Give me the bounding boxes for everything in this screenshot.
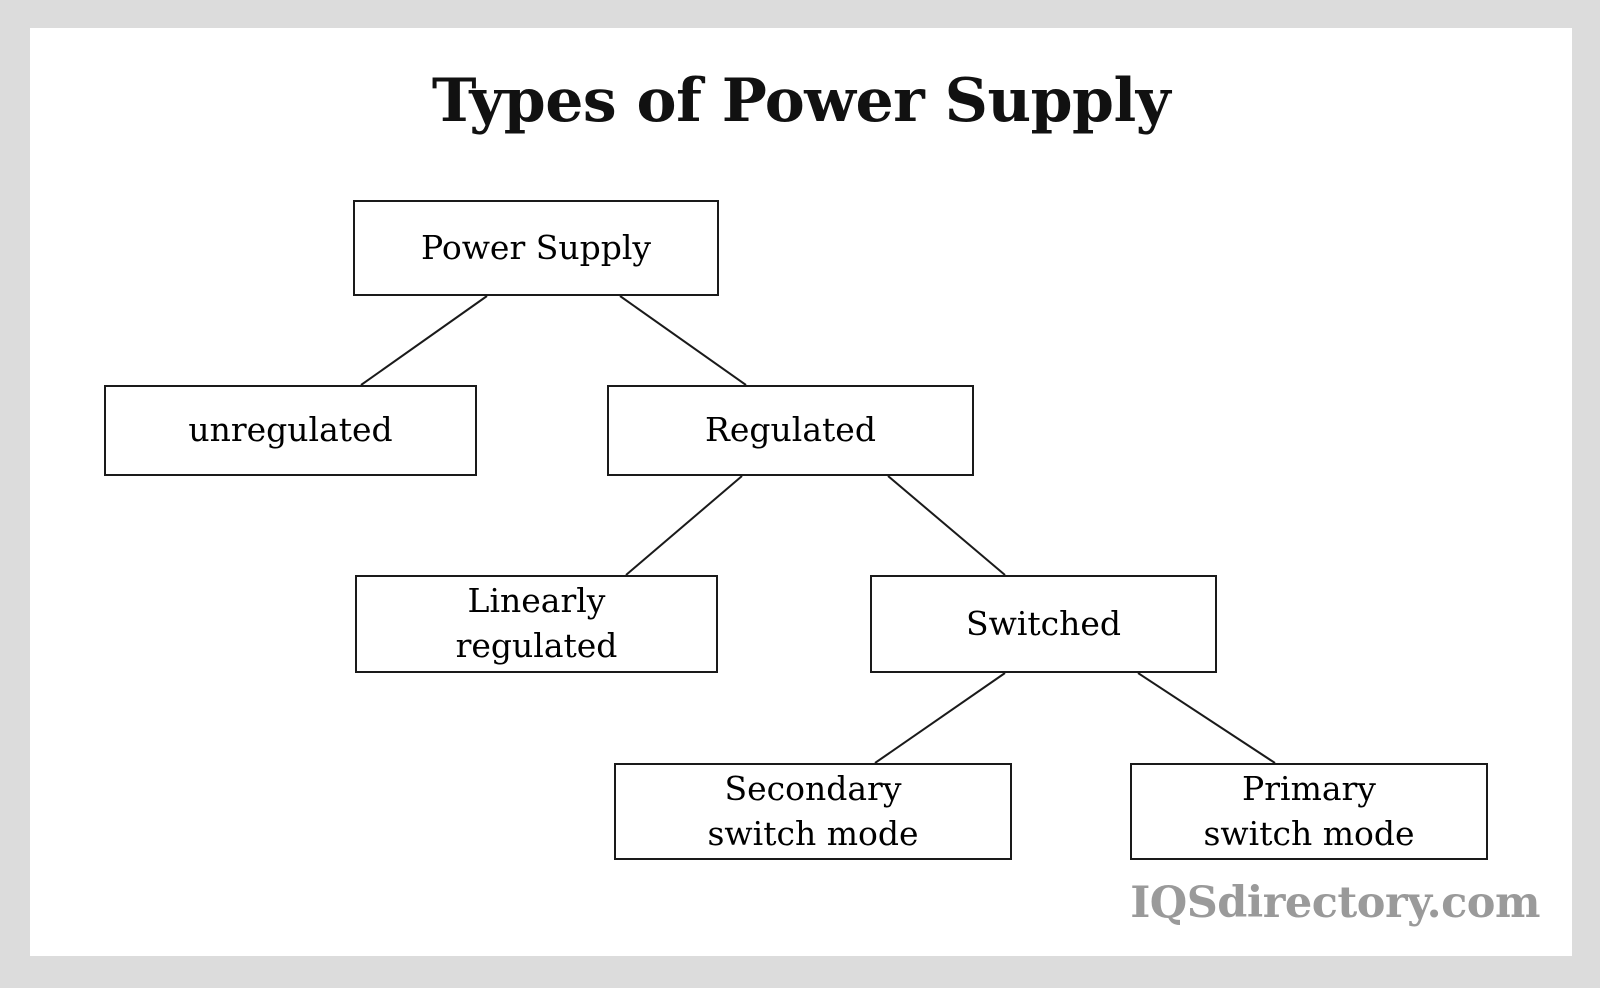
node-regulated-label: Regulated xyxy=(705,410,876,450)
node-switched-label: Switched xyxy=(965,603,1122,643)
node-unregulated[interactable]: unregulated xyxy=(104,385,477,476)
node-regulated[interactable]: Regulated xyxy=(607,385,974,476)
watermark-iqsdirectory: IQSdirectory.com xyxy=(1130,878,1540,928)
node-switched[interactable]: Switched xyxy=(870,575,1217,673)
edge-regulated-linearly-regulated xyxy=(625,475,743,576)
edge-regulated-switched xyxy=(887,475,1006,576)
edge-switched-primary xyxy=(1137,672,1276,764)
edge-switched-secondary xyxy=(874,672,1006,764)
node-secondary-switch-mode[interactable]: Secondary switch mode xyxy=(614,763,1012,860)
node-linearly-regulated[interactable]: Linearly regulated xyxy=(355,575,718,673)
edge-power-supply-unregulated xyxy=(360,295,488,386)
node-power-supply-label: Power Supply xyxy=(420,227,652,267)
node-linearly-regulated-label: Linearly regulated xyxy=(455,581,618,665)
page-title: Types of Power Supply xyxy=(431,66,1171,136)
node-primary-switch-mode-label: Primary switch mode xyxy=(1203,768,1415,853)
diagram-page: Types of Power Supply Power Supply unreg… xyxy=(30,28,1572,956)
edge-power-supply-regulated xyxy=(619,295,747,386)
node-power-supply[interactable]: Power Supply xyxy=(353,200,719,296)
node-primary-switch-mode[interactable]: Primary switch mode xyxy=(1130,763,1488,860)
node-unregulated-label: unregulated xyxy=(188,410,393,450)
node-secondary-switch-mode-label: Secondary switch mode xyxy=(707,768,919,853)
